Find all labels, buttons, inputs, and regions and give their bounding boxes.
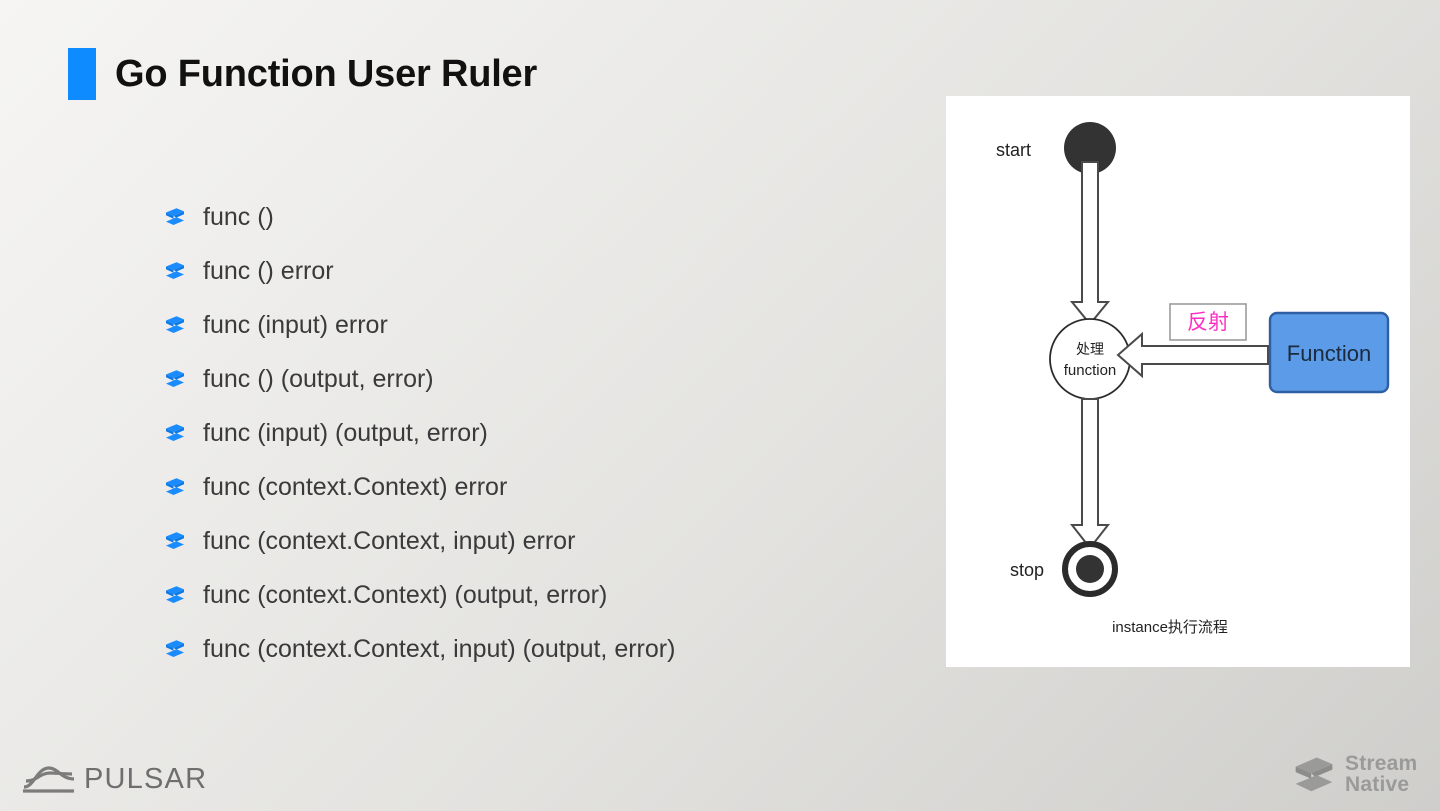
title-text: Go Function User Ruler [115, 52, 538, 95]
streamnative-layers-icon [166, 424, 184, 441]
pulsar-wave-icon [23, 766, 75, 793]
list-item-label: func (input) (output, error) [203, 418, 488, 447]
streamnative-layers-icon [166, 208, 184, 225]
streamnative-line2: Native [1345, 773, 1410, 796]
function-box-label: Function [1287, 341, 1371, 366]
stop-label: stop [1010, 560, 1044, 580]
list-item-label: func (context.Context, input) error [203, 526, 576, 555]
page-title: Go Function User Ruler [68, 48, 537, 100]
function-signature-list: func () func () error func (input) error [163, 190, 923, 676]
process-label-cn: 处理 [1076, 341, 1104, 357]
arrow-function-to-process [1116, 331, 1269, 379]
list-item-label: func () [203, 202, 274, 231]
streamnative-layers-icon [166, 532, 184, 549]
instance-flow-diagram: start 处理 function 反射 Function stop insta… [946, 96, 1410, 667]
list-item: func () [163, 190, 923, 244]
list-item: func (context.Context, input) error [163, 514, 923, 568]
list-item: func (context.Context) error [163, 460, 923, 514]
streamnative-layers-icon [1295, 757, 1333, 792]
streamnative-layers-icon [166, 262, 184, 279]
streamnative-layers-icon [166, 316, 184, 333]
function-box[interactable] [1268, 311, 1390, 394]
stop-node-core [1076, 555, 1104, 583]
list-item-label: func (input) error [203, 310, 388, 339]
list-item: func () error [163, 244, 923, 298]
streamnative-layers-icon [166, 586, 184, 603]
list-item: func (input) (output, error) [163, 406, 923, 460]
list-item-label: func (context.Context, input) (output, e… [203, 634, 676, 663]
diagram-canvas: start 处理 function 反射 Function stop insta… [996, 122, 1390, 636]
list-item: func () (output, error) [163, 352, 923, 406]
arrow-process-to-stop [1069, 398, 1111, 550]
arrow-start-to-process [1069, 161, 1111, 326]
title-accent-bar [68, 48, 96, 100]
process-node [1049, 318, 1131, 400]
edge-label-box [1169, 303, 1247, 341]
process-label-en: function [1064, 362, 1117, 379]
start-node [1064, 122, 1116, 174]
streamnative-layers-icon [166, 370, 184, 387]
edge-label-text: 反射 [1187, 311, 1229, 334]
list-item-label: func (context.Context) (output, error) [203, 580, 608, 609]
list-item: func (input) error [163, 298, 923, 352]
streamnative-layers-icon [166, 640, 184, 657]
list-item-label: func (context.Context) error [203, 472, 508, 501]
list-item-label: func () error [203, 256, 334, 285]
streamnative-logo: Stream Native [1290, 752, 1417, 796]
streamnative-wordmark: Stream Native [1345, 751, 1418, 796]
pulsar-logo: PULSAR [22, 762, 207, 796]
list-item-label: func () (output, error) [203, 364, 434, 393]
streamnative-layers-icon [166, 478, 184, 495]
list-item: func (context.Context) (output, error) [163, 568, 923, 622]
diagram-caption: instance执行流程 [1112, 619, 1228, 636]
pulsar-wordmark: PULSAR [84, 762, 208, 795]
start-label: start [996, 140, 1031, 160]
streamnative-line1: Stream [1345, 751, 1418, 775]
list-item: func (context.Context, input) (output, e… [163, 622, 923, 676]
